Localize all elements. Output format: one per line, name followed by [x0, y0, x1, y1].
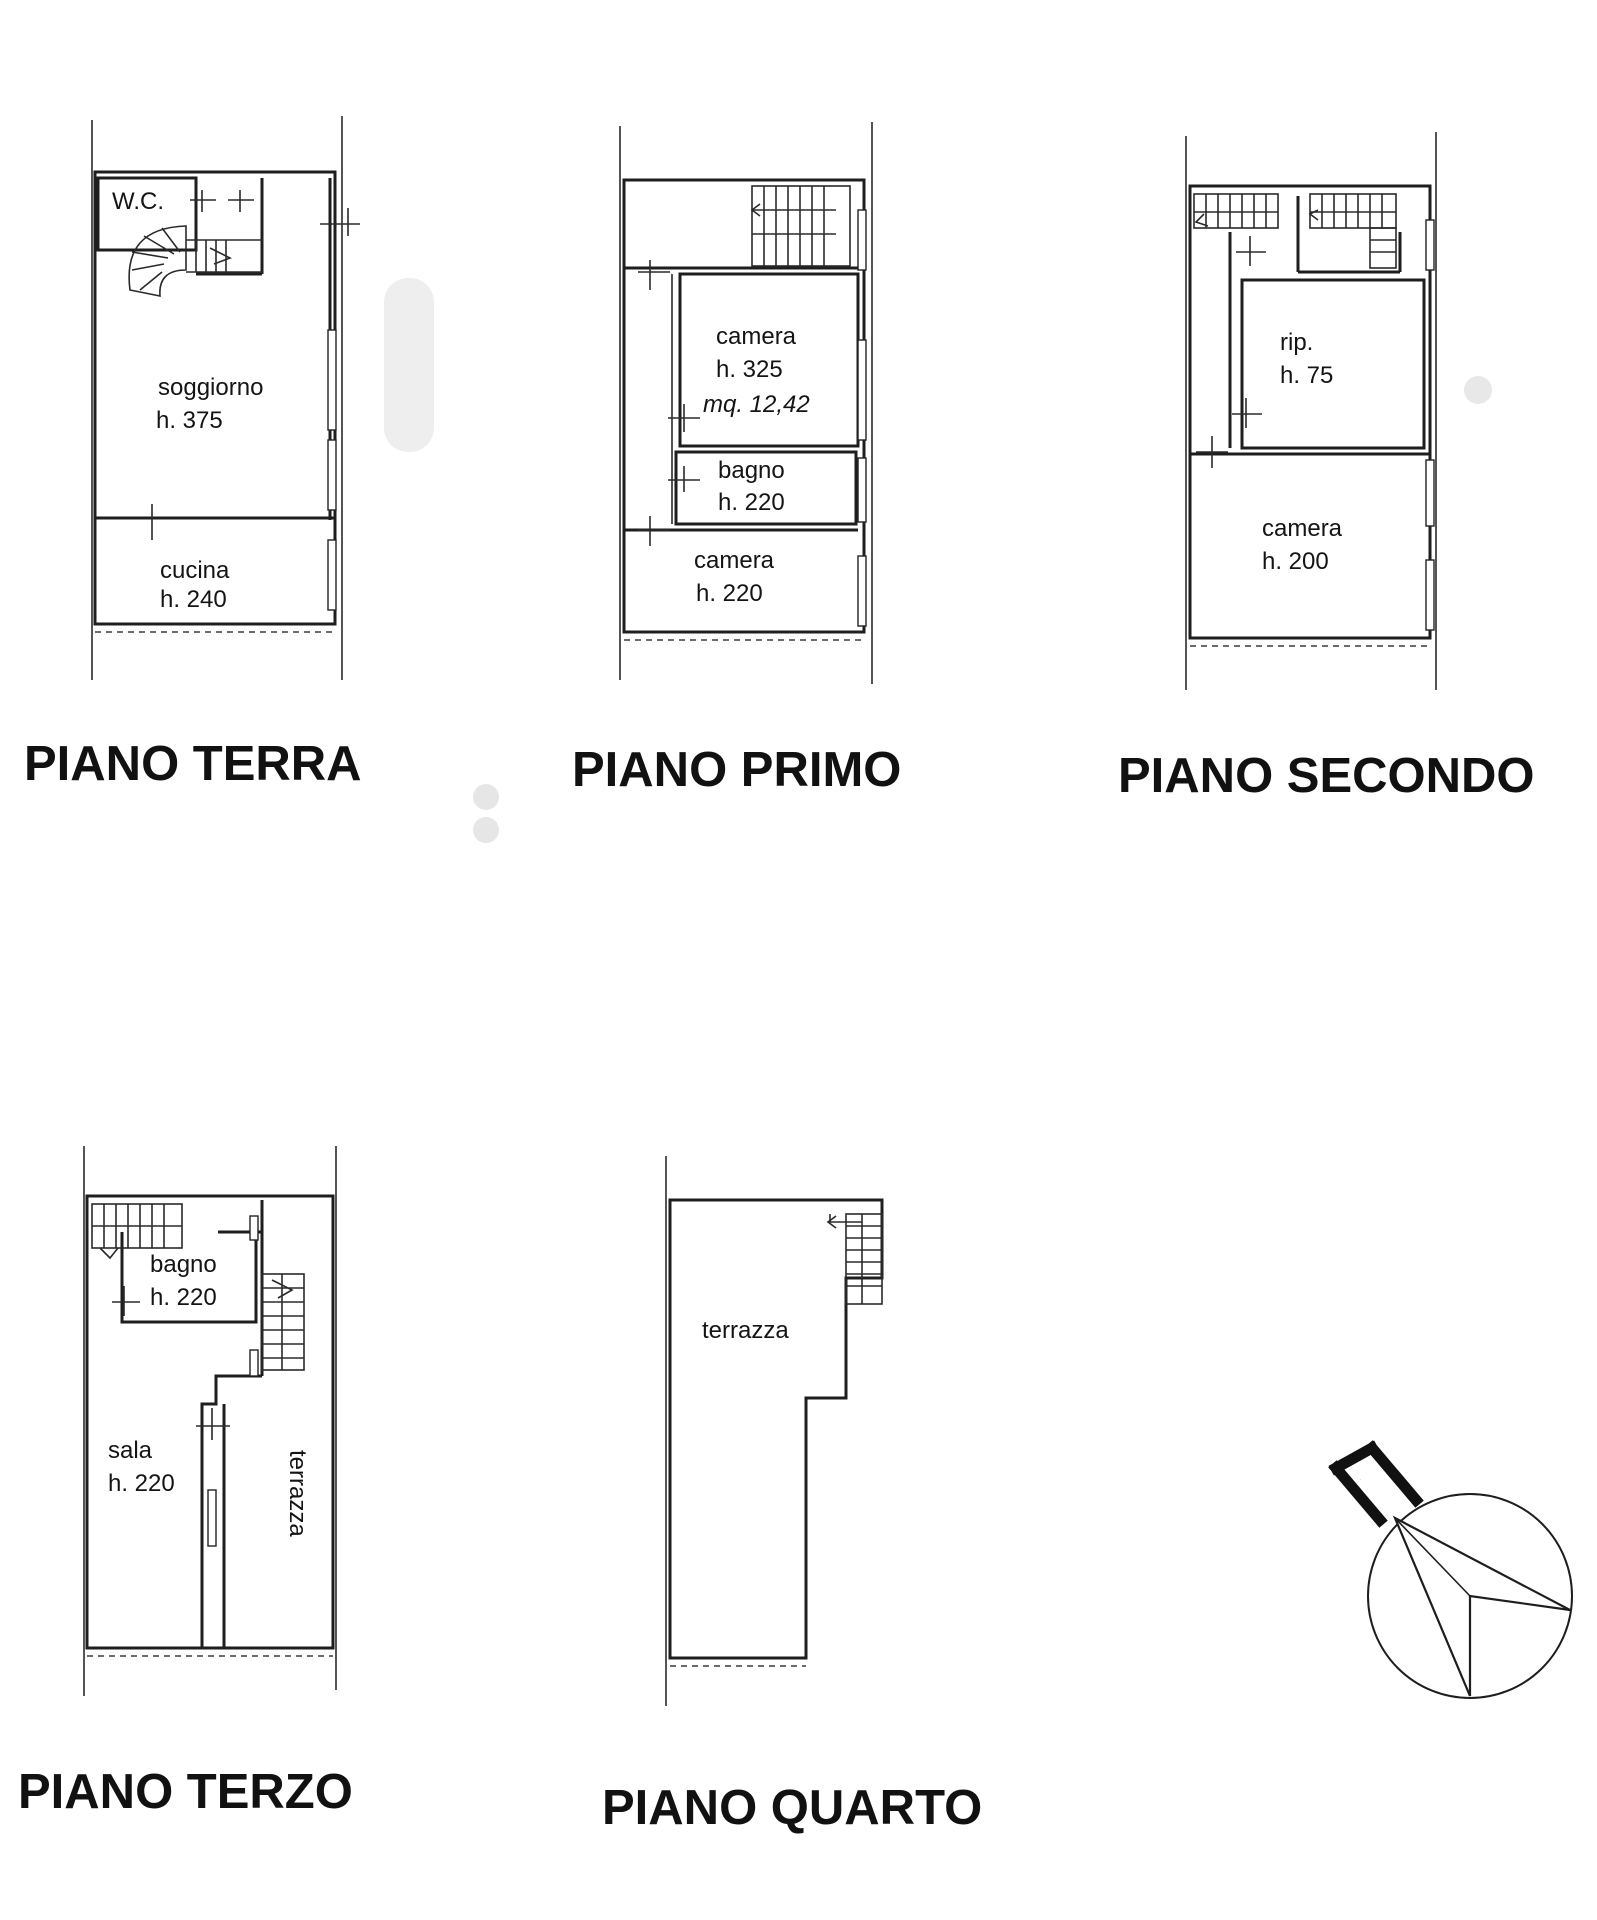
plan-piano-quarto: terrazza [665, 1156, 884, 1706]
title-piano-terra: PIANO TERRA [24, 737, 362, 791]
room-height-camera-secondo: h. 200 [1262, 548, 1329, 575]
plan-piano-terzo: bagno h. 220 sala h. 220 terrazza [83, 1146, 337, 1696]
title-piano-secondo: PIANO SECONDO [1118, 749, 1535, 803]
room-label-camera-secondo: camera [1262, 515, 1343, 542]
room-label-camera-primo-2: camera [694, 547, 775, 574]
room-height-camera-primo-1: h. 325 [716, 356, 783, 383]
room-height-rip: h. 75 [1280, 362, 1333, 389]
room-label-cucina: cucina [160, 557, 230, 584]
room-label-bagno-primo: bagno [718, 457, 785, 484]
room-label-sala: sala [108, 1437, 153, 1464]
room-height-soggiorno: h. 375 [156, 407, 223, 434]
room-label-wc: W.C. [112, 188, 164, 215]
room-height-camera-primo-2: h. 220 [696, 580, 763, 607]
plan-piano-primo: camera h. 325 mq. 12,42 bagno h. 220 cam… [619, 122, 873, 684]
north-label: N [1360, 1479, 1361, 1481]
scan-artifact [473, 784, 499, 810]
title-piano-terzo: PIANO TERZO [18, 1765, 353, 1819]
room-height-bagno-primo: h. 220 [718, 489, 785, 516]
room-label-rip: rip. [1280, 329, 1313, 356]
room-height-bagno-terzo: h. 220 [150, 1284, 217, 1311]
room-label-camera-primo-1: camera [716, 323, 797, 350]
room-label-terrazza-quarto: terrazza [702, 1317, 789, 1344]
scan-artifact [1464, 376, 1492, 404]
title-piano-quarto: PIANO QUARTO [602, 1781, 982, 1835]
room-label-bagno-terzo: bagno [150, 1251, 217, 1278]
room-height-cucina: h. 240 [160, 586, 227, 613]
room-height-sala: h. 220 [108, 1470, 175, 1497]
room-label-soggiorno: soggiorno [158, 374, 263, 401]
plan-piano-terra: W.C. soggiorno h. 375 cucina h. 240 [91, 116, 360, 680]
north-arrow-icon: N [1328, 1440, 1573, 1699]
room-area-camera-primo-1: mq. 12,42 [703, 391, 810, 418]
scan-artifact [473, 817, 499, 843]
scan-artifact [384, 278, 434, 452]
title-piano-primo: PIANO PRIMO [572, 743, 901, 797]
plan-piano-secondo: rip. h. 75 camera h. 200 [1185, 132, 1437, 690]
room-label-terrazza-terzo: terrazza [284, 1450, 311, 1537]
